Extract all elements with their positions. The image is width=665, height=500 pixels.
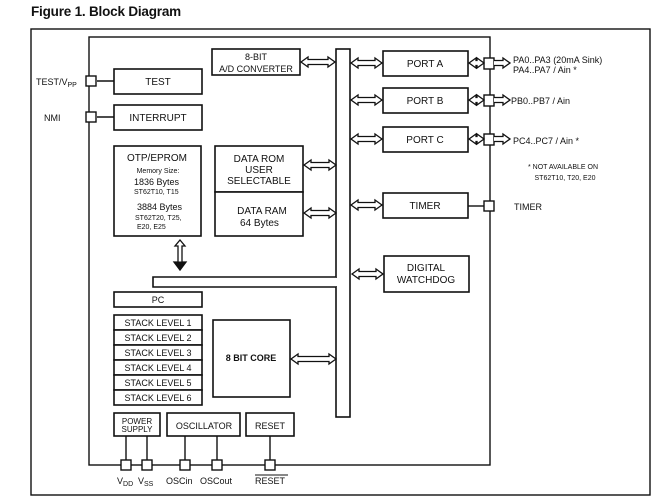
timer-pin [483, 200, 495, 212]
port-c-label: PORT C [406, 135, 443, 146]
otp-eprom-block: OTP/EPROM Memory Size: 1836 Bytes ST62T1… [113, 145, 202, 237]
timer-block: TIMER [382, 192, 469, 219]
power-supply-label-1: POWER [122, 417, 152, 426]
reset-pin [264, 459, 276, 471]
port-b-pin-arrow-icon [467, 93, 486, 107]
port-a-pin-label-1: PA0..PA3 (20mA Sink) [513, 55, 602, 65]
port-b-pin [483, 94, 495, 107]
data-ram-label-2: 64 Bytes [240, 218, 279, 229]
test-label: TEST [145, 77, 171, 88]
port-a-bus-arrow-icon [349, 56, 384, 70]
test-vpp-pin-label: TEST/VPP [36, 77, 77, 89]
internal-bus [335, 48, 351, 418]
data-rom-bus-arrow-icon [302, 158, 338, 172]
oscin-pin [179, 459, 191, 471]
figure-frame [30, 28, 651, 496]
data-rom-block: DATA ROM USER SELECTABLE [214, 145, 304, 193]
data-rom-label-2: USER [245, 165, 273, 176]
vdd-pin-label: VDD [117, 476, 133, 488]
data-rom-label-1: DATA ROM [234, 154, 285, 165]
test-vpp-pin [85, 75, 97, 87]
watchdog-bus-arrow-icon [350, 267, 385, 281]
timer-pin-label: TIMER [514, 202, 542, 212]
data-rom-label-3: SELECTABLE [227, 176, 291, 187]
chip-boundary [88, 36, 491, 466]
footnote-line-1: * NOT AVAILABLE ON [528, 164, 598, 171]
nmi-pin [85, 111, 97, 123]
port-b-block: PORT B [382, 87, 469, 114]
port-a-label: PORT A [407, 59, 444, 70]
port-c-bus-arrow-icon [349, 132, 384, 146]
program-bus-branch [152, 276, 336, 288]
port-c-block: PORT C [382, 126, 469, 153]
stack-level-label: STACK LEVEL 6 [124, 393, 191, 403]
otp-size-2: 3884 Bytes [137, 202, 183, 212]
stack-levels: STACK LEVEL 1 STACK LEVEL 2 STACK LEVEL 3 S… [113, 314, 203, 406]
otp-title: OTP/EPROM [127, 153, 187, 164]
reset-block: RESET [245, 412, 295, 437]
vss-pin [141, 459, 153, 471]
otp-memory-label: Memory Size: [137, 168, 180, 175]
otp-size-1: 1836 Bytes [134, 177, 180, 187]
stack-level-label: STACK LEVEL 1 [124, 318, 191, 328]
interrupt-label: INTERRUPT [129, 113, 186, 124]
port-b-bus-arrow-icon [349, 93, 384, 107]
port-a-block: PORT A [382, 50, 469, 77]
data-ram-block: DATA RAM 64 Bytes [214, 191, 304, 237]
port-c-out-arrow-icon [494, 132, 512, 146]
stack-level-label: STACK LEVEL 5 [124, 378, 191, 388]
timer-bus-arrow-icon [349, 198, 384, 212]
port-c-pin-arrow-icon [467, 132, 486, 146]
port-a-pin [483, 57, 495, 70]
port-b-pin-label: PB0..PB7 / Ain [511, 96, 570, 106]
otp-parts-1: ST62T10, T15 [134, 189, 179, 196]
vdd-pin [120, 459, 132, 471]
test-block: TEST [113, 68, 203, 95]
timer-label: TIMER [409, 201, 440, 212]
port-b-label: PORT B [407, 96, 444, 107]
stack-level-box [113, 389, 203, 406]
oscin-pin-label: OSCin [166, 476, 193, 486]
adc-bus-arrow-icon [299, 55, 337, 69]
core-block: 8 BIT CORE [212, 319, 291, 398]
stack-level-label: STACK LEVEL 4 [124, 363, 191, 373]
port-a-pin-arrow-icon [467, 56, 486, 70]
core-bus-arrow-icon [289, 352, 338, 366]
otp-parts-2a: ST62T20, T25, [135, 215, 182, 222]
watchdog-label-1: DIGITAL [407, 263, 446, 274]
data-ram-bus-arrow-icon [302, 206, 338, 220]
adc-label-1: 8-BIT [245, 52, 268, 62]
port-b-out-arrow-icon [494, 93, 512, 107]
pc-block: PC [113, 291, 203, 308]
adc-block: 8-BIT A/D CONVERTER [211, 48, 301, 76]
power-supply-label-2: SUPPLY [122, 425, 154, 434]
oscillator-block: OSCILLATOR [166, 412, 241, 437]
nmi-pin-label: NMI [44, 113, 61, 123]
otp-parts-2b: E20, E25 [137, 224, 166, 231]
oscillator-label: OSCILLATOR [176, 421, 233, 431]
watchdog-block: DIGITAL WATCHDOG [383, 255, 470, 293]
stack-level-label: STACK LEVEL 2 [124, 333, 191, 343]
footnote-line-2: ST62T10, T20, E20 [535, 175, 596, 182]
data-ram-label-1: DATA RAM [237, 206, 287, 217]
reset-pin-label: RESET [255, 476, 286, 486]
oscout-pin [211, 459, 223, 471]
port-a-pin-label-2: PA4..PA7 / Ain * [513, 65, 577, 75]
oscout-pin-label: OSCout [200, 476, 233, 486]
figure-title: Figure 1. Block Diagram [31, 4, 181, 19]
bus-arrows [289, 55, 512, 366]
power-supply-block: POWER SUPPLY [113, 412, 161, 437]
port-c-pin [483, 133, 495, 146]
port-a-out-arrow-icon [494, 56, 512, 70]
core-label: 8 BIT CORE [226, 353, 277, 363]
stack-level-label: STACK LEVEL 3 [124, 348, 191, 358]
vss-pin-label: VSS [138, 476, 154, 488]
reset-label: RESET [255, 421, 286, 431]
port-c-pin-label: PC4..PC7 / Ain * [513, 136, 580, 146]
interrupt-block: INTERRUPT [113, 104, 203, 131]
watchdog-label-2: WATCHDOG [397, 275, 456, 286]
adc-label-2: A/D CONVERTER [219, 64, 293, 74]
pc-label: PC [152, 295, 165, 305]
